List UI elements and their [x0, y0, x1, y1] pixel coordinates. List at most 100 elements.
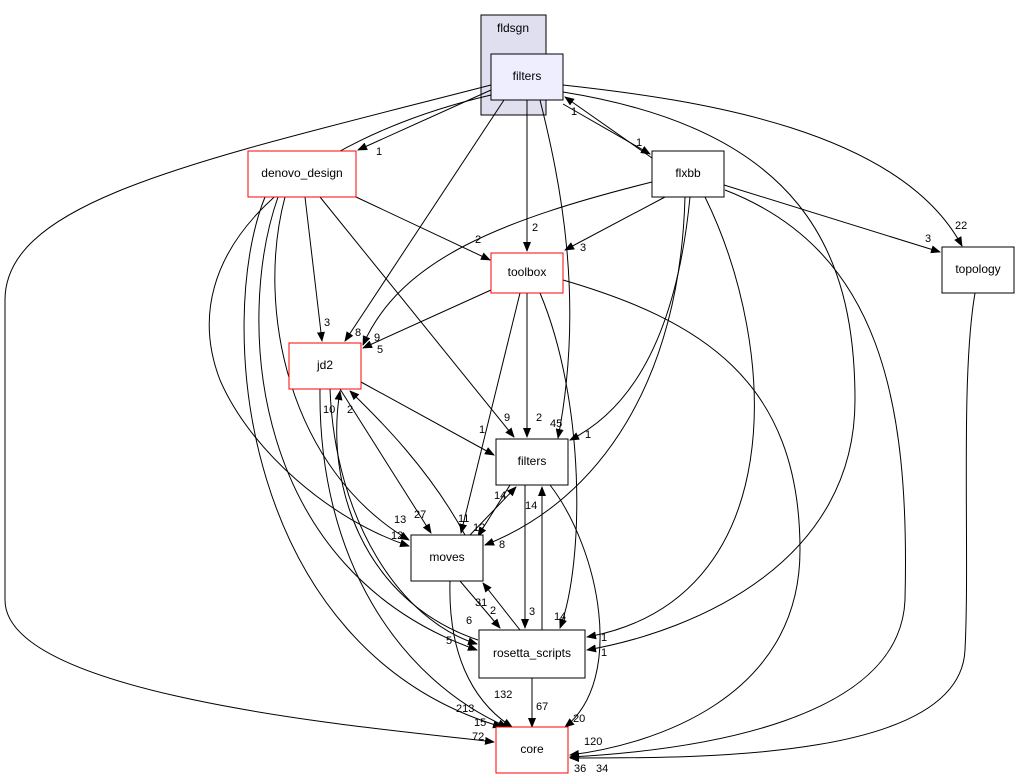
edge-label: 2 — [532, 222, 538, 234]
edge — [449, 580, 513, 728]
edge — [334, 390, 479, 641]
edge — [355, 196, 491, 261]
edge — [459, 580, 501, 629]
edge — [304, 196, 325, 342]
edge — [562, 103, 651, 155]
edge-label: 1 — [585, 429, 591, 441]
edge — [329, 388, 478, 646]
edge — [360, 381, 495, 456]
node-filters[interactable]: filters — [495, 438, 569, 486]
edge-label: 3 — [925, 233, 931, 245]
edge — [562, 279, 801, 758]
edge — [349, 390, 466, 536]
node-label: jd2 — [316, 358, 333, 372]
edge — [564, 96, 653, 159]
edge-label: 120 — [584, 736, 602, 748]
edge-label: 27 — [414, 509, 426, 521]
edge-label: 1 — [601, 632, 607, 644]
node-label: toolbox — [508, 265, 547, 279]
edge-label: 13 — [394, 514, 406, 526]
node-moves[interactable]: moves — [410, 534, 484, 582]
edge — [482, 582, 521, 631]
edge-label: 9 — [374, 332, 380, 344]
node-label: core — [520, 742, 544, 756]
edge-label: 3 — [324, 317, 330, 329]
edge — [586, 196, 755, 640]
edge — [549, 484, 601, 728]
node-rosetta-scripts[interactable]: rosetta_scripts — [478, 629, 586, 679]
edge — [362, 181, 653, 346]
edge-label: 3 — [529, 606, 535, 618]
node-label: denovo_design — [261, 166, 342, 180]
edge — [564, 196, 666, 251]
node-core[interactable]: core — [495, 726, 569, 774]
edges — [4, 84, 976, 763]
edge — [362, 289, 492, 349]
node-toolbox[interactable]: toolbox — [490, 252, 564, 294]
edge-label: 22 — [955, 220, 967, 232]
edge — [569, 196, 691, 441]
node-fldsgn-filters[interactable]: filters — [490, 53, 564, 101]
node-topology[interactable]: topology — [941, 246, 1015, 294]
edge-label: 67 — [536, 701, 548, 713]
node-label: filters — [518, 454, 547, 468]
node-label: rosetta_scripts — [493, 646, 571, 660]
node-label: flxbb — [675, 166, 701, 180]
edge-label: 2 — [475, 234, 481, 246]
edge — [339, 388, 432, 534]
cluster-label: fldsgn — [497, 21, 529, 35]
edge-label: 8 — [499, 539, 505, 551]
edge-label: 5 — [446, 635, 452, 647]
node-jd2[interactable]: jd2 — [288, 342, 362, 390]
edge — [357, 89, 492, 151]
edge-label: 45 — [550, 418, 562, 430]
edge — [4, 84, 495, 745]
edge-label: 36 — [574, 763, 586, 775]
edge-label: 11 — [458, 513, 469, 525]
edge-label: 72 — [472, 731, 484, 743]
edge-label: 8 — [355, 327, 361, 339]
edge-label: 14 — [525, 500, 537, 512]
edge-label: 1 — [601, 647, 607, 659]
edge-label: 14 — [494, 490, 506, 502]
edge — [562, 84, 963, 247]
edge-label: 3 — [580, 242, 586, 254]
edge-label: 213 — [456, 703, 474, 715]
edge-label: 20 — [573, 713, 585, 725]
edge-label: 15 — [474, 717, 486, 729]
edge-label: 2 — [490, 605, 496, 617]
edge — [459, 292, 521, 534]
edge-label: 9 — [504, 412, 510, 424]
edge-label: 2 — [347, 404, 353, 416]
edge — [723, 184, 941, 254]
edge — [569, 189, 906, 761]
edge — [569, 292, 976, 763]
edge — [319, 388, 508, 728]
edge — [484, 196, 686, 546]
edge — [562, 91, 856, 653]
edge-label: 12 — [473, 522, 485, 534]
edge-label: 1 — [636, 137, 642, 149]
edge-label: 6 — [466, 615, 472, 627]
edge — [243, 196, 503, 729]
edge — [344, 99, 505, 342]
edge — [539, 292, 578, 629]
edge-label: 2 — [536, 412, 542, 424]
edge-label: 34 — [596, 763, 608, 775]
edge — [319, 196, 515, 438]
node-label: moves — [429, 550, 464, 564]
edge-label: 12 — [391, 530, 403, 542]
node-denovo-design[interactable]: denovo_design — [247, 150, 357, 198]
edge — [208, 94, 492, 547]
edge-label: 5 — [377, 344, 383, 356]
edge-label: 1 — [479, 424, 485, 436]
node-flxbb[interactable]: flxbb — [651, 150, 725, 198]
edge-label: 132 — [494, 689, 512, 701]
edge-label: 10 — [323, 404, 335, 416]
edge — [258, 196, 478, 651]
edge-label: 1 — [376, 146, 382, 158]
edge-label: 14 — [554, 611, 566, 623]
edge — [477, 484, 511, 537]
edge-labels: 1 8 2 45 1 1 22 1 13 72 2 3 9 12 6 213 5… — [323, 106, 967, 775]
